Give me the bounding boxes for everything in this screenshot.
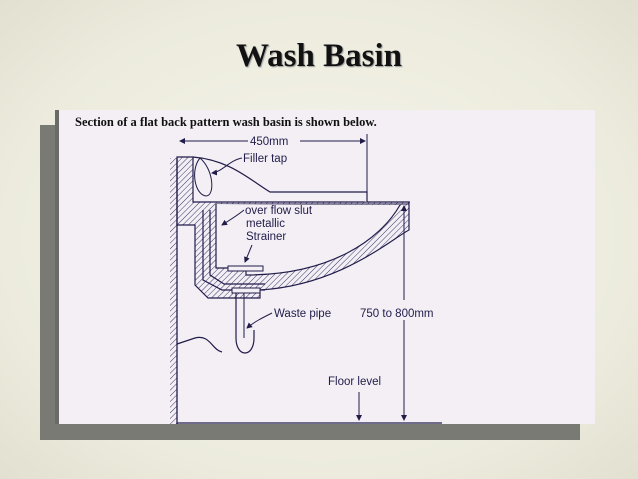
filler-tap-label: Filler tap (243, 153, 287, 165)
wall-hatching (170, 158, 177, 424)
strainer-label: Strainer (246, 231, 286, 243)
height-label: 750 to 800mm (360, 308, 434, 320)
metallic-label: metallic (246, 218, 285, 230)
width-label: 450mm (250, 136, 288, 148)
basin-rim (192, 156, 368, 202)
overflow-label: over flow slut (245, 205, 313, 217)
basin-inner (215, 204, 401, 276)
floor-level-label: Floor level (328, 376, 381, 388)
waste-outlet (231, 287, 261, 294)
figure-heading: Section of a flat back pattern wash basi… (75, 115, 377, 129)
waste-pipe (235, 293, 255, 354)
filler-tap (194, 157, 213, 197)
waste-pipe-label: Waste pipe (274, 308, 331, 320)
overflow-channel-inner (209, 210, 265, 285)
slide-title: Wash Basin (236, 38, 402, 74)
trap-outlet (176, 336, 223, 353)
strainer (227, 265, 264, 272)
